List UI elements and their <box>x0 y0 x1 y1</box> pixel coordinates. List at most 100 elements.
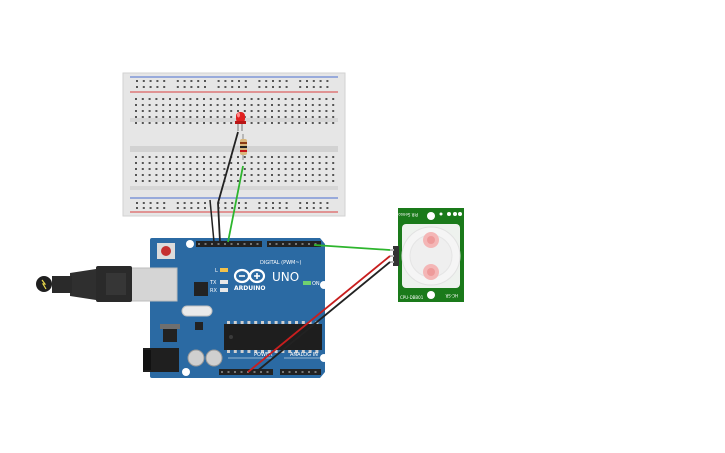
breadboard-hole[interactable] <box>332 104 335 106</box>
breadboard-hole[interactable] <box>155 168 158 170</box>
breadboard-hole[interactable] <box>311 116 314 118</box>
breadboard-hole[interactable] <box>169 98 171 100</box>
breadboard-hole[interactable] <box>175 98 178 100</box>
digital-pin[interactable] <box>250 243 252 245</box>
breadboard-hole[interactable] <box>250 174 253 176</box>
breadboard-hole[interactable] <box>257 98 260 100</box>
breadboard-rail-hole[interactable] <box>204 202 206 204</box>
breadboard-hole[interactable] <box>291 156 294 158</box>
breadboard-hole[interactable] <box>332 116 335 118</box>
analog-pin[interactable] <box>282 371 284 373</box>
breadboard-rail-hole[interactable] <box>326 202 329 204</box>
breadboard-hole[interactable] <box>155 174 158 176</box>
breadboard-rail-hole[interactable] <box>238 202 240 204</box>
power-pin[interactable] <box>253 371 256 373</box>
breadboard-hole[interactable] <box>155 98 158 100</box>
breadboard-hole[interactable] <box>318 180 321 182</box>
breadboard-hole[interactable] <box>243 174 246 176</box>
breadboard-rail-hole[interactable] <box>149 207 152 209</box>
power-pin[interactable] <box>227 371 230 373</box>
breadboard-hole[interactable] <box>264 116 267 118</box>
breadboard-hole[interactable] <box>135 116 137 118</box>
breadboard-hole[interactable] <box>169 156 171 158</box>
breadboard-rail-hole[interactable] <box>224 80 227 82</box>
breadboard-hole[interactable] <box>237 162 239 164</box>
breadboard-hole[interactable] <box>189 168 192 170</box>
breadboard-hole[interactable] <box>277 110 280 112</box>
breadboard-hole[interactable] <box>311 180 314 182</box>
breadboard-rail-hole[interactable] <box>142 202 145 204</box>
breadboard-holes[interactable] <box>135 80 335 209</box>
breadboard-hole[interactable] <box>277 174 280 176</box>
breadboard-rail-hole[interactable] <box>285 80 288 82</box>
breadboard-hole[interactable] <box>318 98 321 100</box>
breadboard-hole[interactable] <box>237 174 239 176</box>
analog-pin[interactable] <box>295 371 297 373</box>
digital-pin[interactable] <box>269 243 271 245</box>
breadboard-hole[interactable] <box>216 116 219 118</box>
breadboard-rail-hole[interactable] <box>204 80 206 82</box>
digital-pin[interactable] <box>275 243 278 245</box>
breadboard-rail-hole[interactable] <box>278 80 281 82</box>
breadboard-hole[interactable] <box>141 98 144 100</box>
breadboard-rail-hole[interactable] <box>319 202 322 204</box>
breadboard-hole[interactable] <box>250 116 253 118</box>
breadboard-rail-hole[interactable] <box>183 207 186 209</box>
breadboard-hole[interactable] <box>175 110 178 112</box>
breadboard-rail-hole[interactable] <box>163 86 166 88</box>
breadboard-rail-hole[interactable] <box>299 202 302 204</box>
breadboard-hole[interactable] <box>257 110 260 112</box>
breadboard-hole[interactable] <box>209 98 212 100</box>
breadboard-hole[interactable] <box>155 156 158 158</box>
breadboard-rail-hole[interactable] <box>231 86 234 88</box>
breadboard-hole[interactable] <box>243 104 246 106</box>
breadboard-hole[interactable] <box>325 156 328 158</box>
digital-pin[interactable] <box>314 243 317 245</box>
breadboard-hole[interactable] <box>264 162 267 164</box>
wire-resistor-pin[interactable] <box>227 165 244 243</box>
breadboard-hole[interactable] <box>230 162 233 164</box>
breadboard-hole[interactable] <box>264 98 267 100</box>
breadboard-hole[interactable] <box>264 174 267 176</box>
breadboard-hole[interactable] <box>141 116 144 118</box>
resistor[interactable] <box>240 134 247 160</box>
breadboard-hole[interactable] <box>332 110 335 112</box>
breadboard-hole[interactable] <box>209 162 212 164</box>
breadboard-hole[interactable] <box>175 168 178 170</box>
breadboard-hole[interactable] <box>209 104 212 106</box>
breadboard-rail-hole[interactable] <box>190 202 193 204</box>
breadboard-hole[interactable] <box>305 116 307 118</box>
breadboard-rail-hole[interactable] <box>224 202 227 204</box>
breadboard-hole[interactable] <box>175 162 178 164</box>
pir-sensor[interactable]: PIR Sensor CPU-DBB01 HC-SR <box>390 208 464 302</box>
breadboard-rail-hole[interactable] <box>244 207 247 209</box>
breadboard-hole[interactable] <box>162 98 165 100</box>
power-pin[interactable] <box>260 371 262 373</box>
breadboard-rail-hole[interactable] <box>285 202 288 204</box>
breadboard-rail-hole[interactable] <box>176 202 179 204</box>
breadboard-rail-hole[interactable] <box>326 80 329 82</box>
power-header[interactable] <box>219 369 273 375</box>
breadboard-hole[interactable] <box>196 156 199 158</box>
power-pin[interactable] <box>221 371 223 373</box>
breadboard-hole[interactable] <box>243 110 246 112</box>
breadboard-hole[interactable] <box>325 104 328 106</box>
analog-pin[interactable] <box>301 371 304 373</box>
breadboard-rail-hole[interactable] <box>176 207 179 209</box>
breadboard-hole[interactable] <box>243 162 246 164</box>
breadboard-hole[interactable] <box>277 104 280 106</box>
breadboard-hole[interactable] <box>196 122 199 124</box>
breadboard-rail-hole[interactable] <box>142 80 145 82</box>
breadboard-hole[interactable] <box>169 162 171 164</box>
breadboard-hole[interactable] <box>169 104 171 106</box>
breadboard-hole[interactable] <box>284 180 287 182</box>
breadboard-hole[interactable] <box>332 122 335 124</box>
breadboard-hole[interactable] <box>250 162 253 164</box>
breadboard-hole[interactable] <box>243 180 246 182</box>
breadboard-hole[interactable] <box>230 180 233 182</box>
breadboard-hole[interactable] <box>332 162 335 164</box>
breadboard-hole[interactable] <box>175 104 178 106</box>
breadboard-hole[interactable] <box>311 168 314 170</box>
breadboard-hole[interactable] <box>135 162 137 164</box>
breadboard-rail-hole[interactable] <box>136 80 138 82</box>
